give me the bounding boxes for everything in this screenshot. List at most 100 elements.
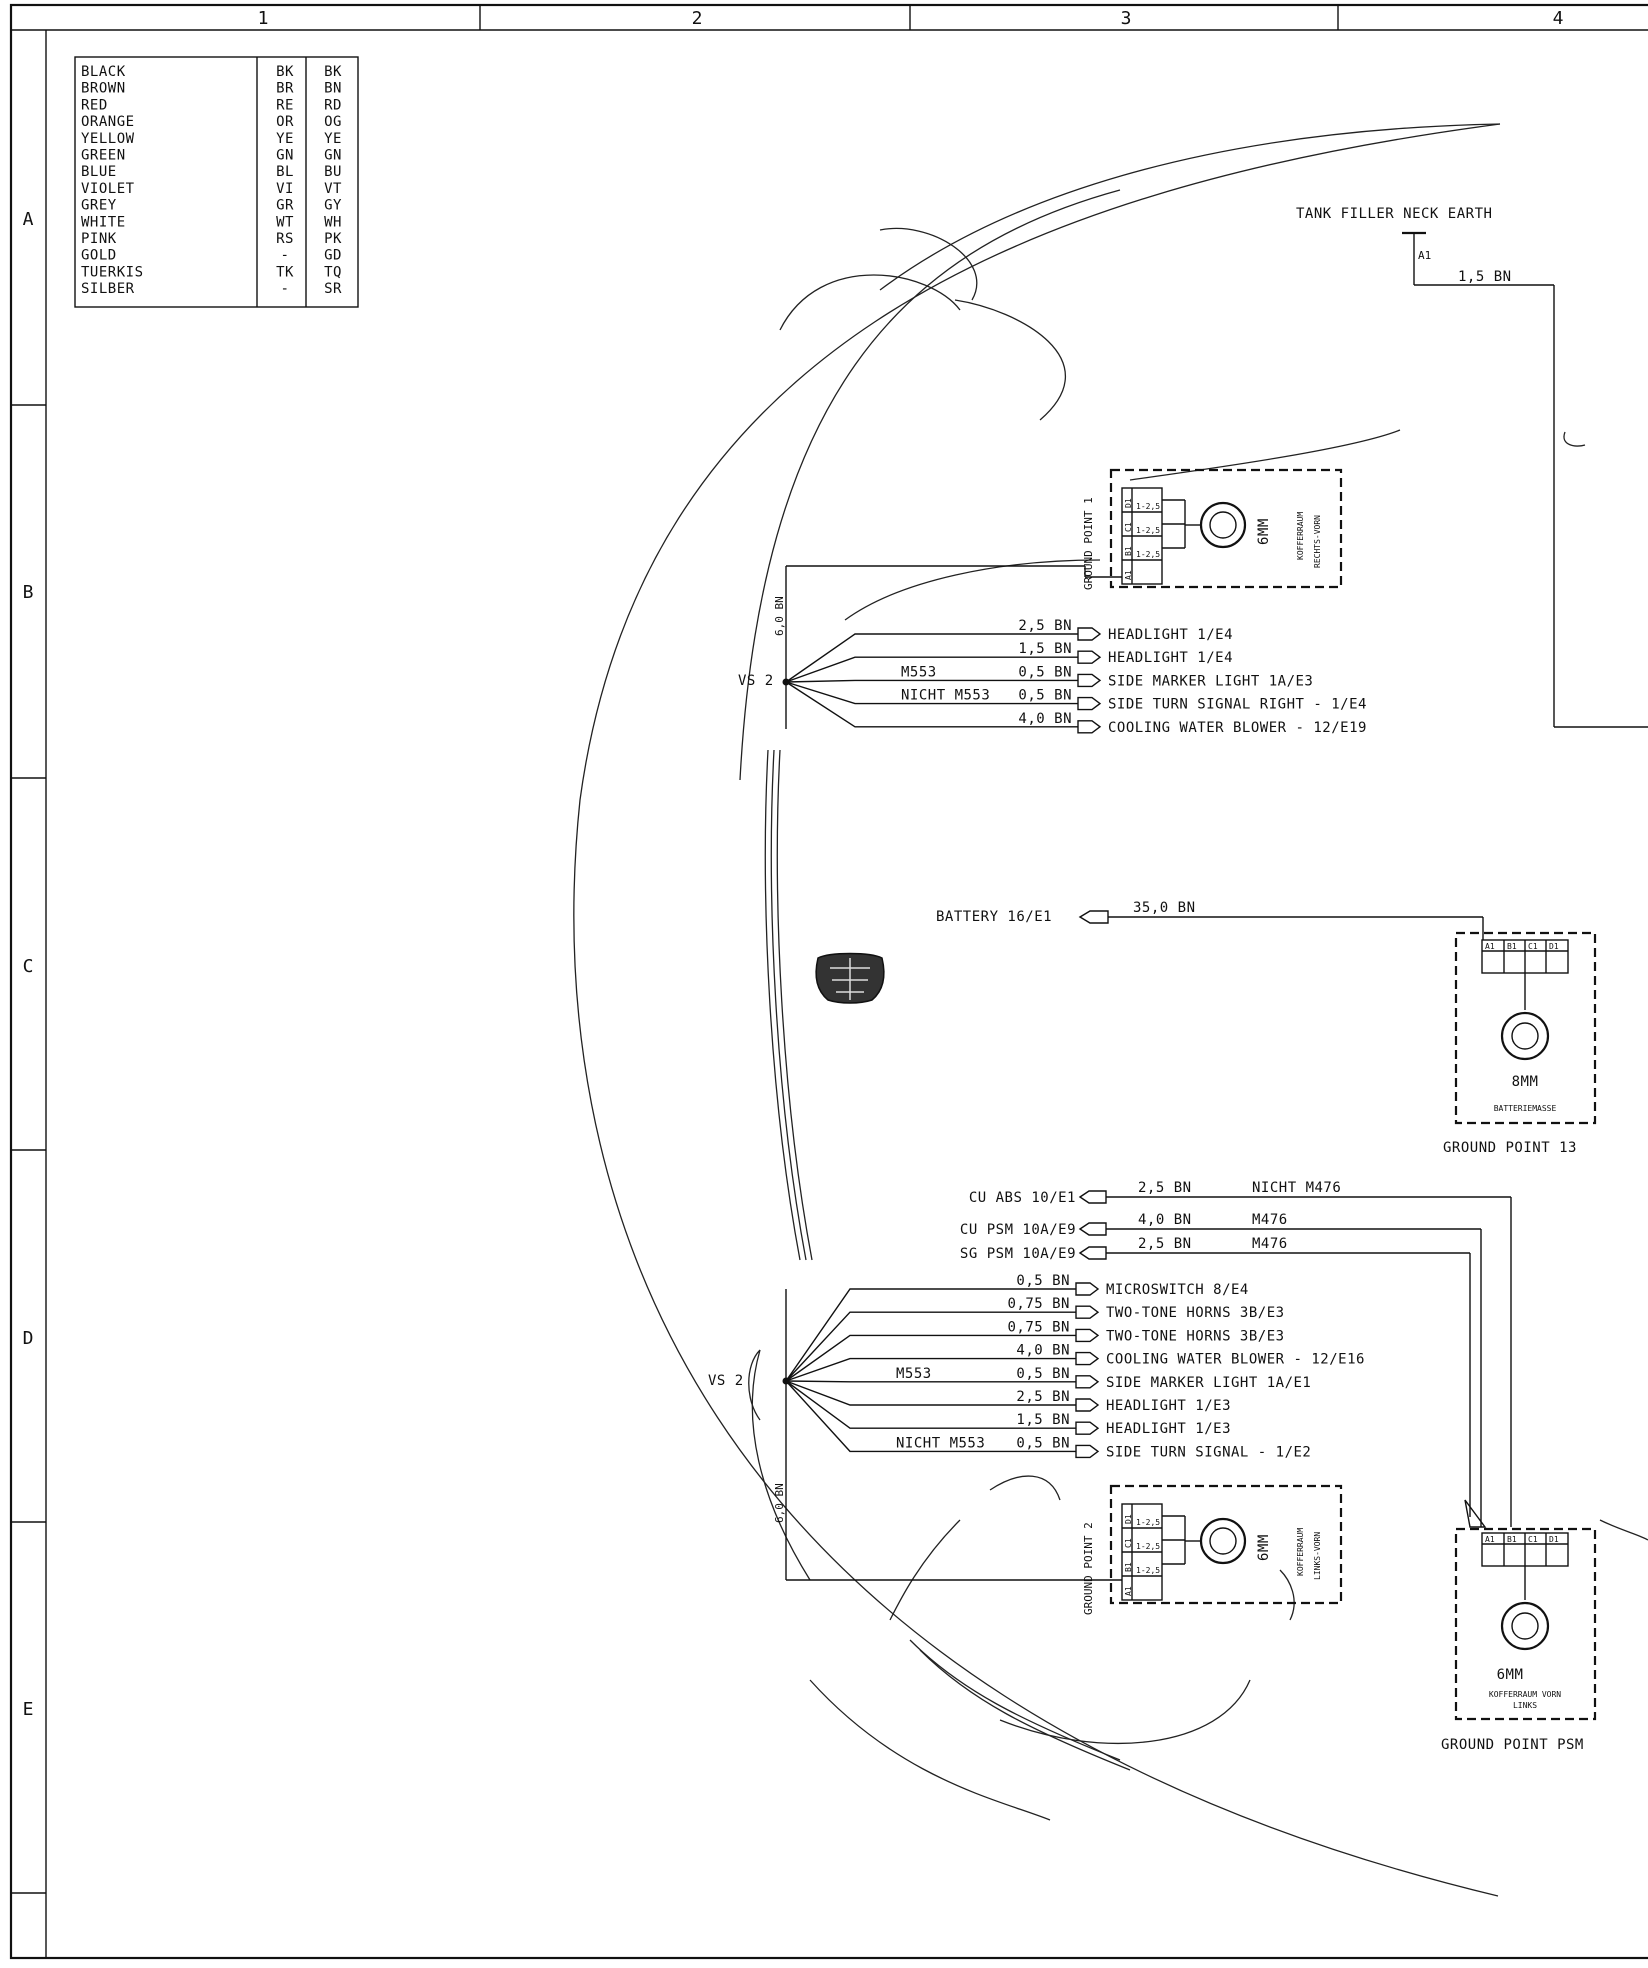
legend-code-en: WH: [324, 214, 342, 230]
branch-wire-size: 0,5 BN: [1016, 1366, 1070, 1382]
branch-wire-size: 2,5 BN: [1016, 1389, 1070, 1405]
gp1-pin-b1: B1: [1124, 546, 1133, 556]
branch-wire-size: 0,5 BN: [1016, 1435, 1070, 1451]
legend-code-en: BN: [324, 81, 342, 97]
vs2-bot-branches: 0,5 BN MICROSWITCH 8/E4 0,75 BN TWO-TONE HO…: [785, 1273, 1364, 1460]
legend-color-name: BLACK: [81, 64, 126, 80]
branch-wire-size: 0,75 BN: [1007, 1319, 1070, 1335]
gp1-pin-d1: D1: [1124, 498, 1133, 508]
gppsm-pin-d1: D1: [1549, 1535, 1559, 1544]
legend-color-name: VIOLET: [81, 181, 135, 197]
legend-code-en: VT: [324, 181, 342, 197]
branch-destination: SIDE TURN SIGNAL RIGHT - 1/E4: [1108, 697, 1367, 713]
gp2-pin-d1: D1: [1124, 1514, 1133, 1524]
grid-row-d: D: [23, 1328, 34, 1349]
gp1-location-1: KOFFERRAUM: [1296, 512, 1305, 560]
gp2-pin-tag: 1-2,5: [1136, 1518, 1160, 1527]
branch-wire: [785, 1380, 1076, 1406]
connector-arrow: [1077, 650, 1102, 664]
gp13-bolt-size: 8MM: [1512, 1074, 1539, 1090]
legend-color-name: GREY: [81, 198, 117, 214]
connector-arrow: [1075, 1398, 1100, 1412]
ecu-option-code: NICHT M476: [1252, 1180, 1341, 1196]
gp2-location-2: LINKS-VORN: [1313, 1532, 1322, 1580]
legend-code-en: PK: [324, 231, 342, 247]
gp1-pin-tag: 1-2,5: [1136, 526, 1160, 535]
branch-wire-size: 4,0 BN: [1018, 711, 1072, 727]
branch-option-code: M553: [901, 664, 937, 680]
gppsm-pin-a1: A1: [1485, 1535, 1495, 1544]
connector-arrow: [1077, 627, 1102, 641]
branch-wire: [785, 1380, 1076, 1383]
branch-option-code: M553: [896, 1366, 932, 1382]
legend-code-en: GN: [324, 148, 342, 164]
branch-wire-size: 0,75 BN: [1007, 1296, 1070, 1312]
grid-row-a: A: [23, 209, 34, 230]
ground-point-psm: A1 B1 C1 D1 6MM KOFFERRAUM VORN LINKS GR…: [1441, 1527, 1597, 1753]
battery-wire-label: 35,0 BN: [1133, 900, 1196, 916]
gp2-location-1: KOFFERRAUM: [1296, 1528, 1305, 1576]
legend-code-de: -: [281, 281, 290, 297]
branch-wire-size: 2,5 BN: [1018, 618, 1072, 634]
branch-wire: [785, 633, 1078, 683]
gp2-pin-c1: C1: [1124, 1538, 1133, 1548]
gppsm-label: GROUND POINT PSM: [1441, 1737, 1584, 1753]
connector-arrow: [1075, 1421, 1100, 1435]
vs2-top-trunk-wire: 6,0 BN: [773, 596, 786, 636]
legend-code-de: GR: [276, 198, 294, 214]
branch-wire: [785, 1380, 1076, 1429]
branch-wire-size: 0,5 BN: [1016, 1273, 1070, 1289]
gp13-pin-c1: C1: [1528, 942, 1538, 951]
legend-code-en: BU: [324, 164, 342, 180]
legend-color-name: TUERKIS: [81, 264, 144, 280]
grid-column-1: 1: [258, 8, 269, 29]
branch-destination: HEADLIGHT 1/E4: [1108, 627, 1233, 643]
grid-row-b: B: [23, 582, 34, 603]
gppsm-pin-b1: B1: [1507, 1535, 1517, 1544]
branch-wire: [785, 1311, 1076, 1382]
grid-row-e: E: [23, 1699, 34, 1720]
connector-arrow: [1077, 696, 1102, 711]
grid-column-3: 3: [1121, 8, 1132, 29]
branch-destination: SIDE MARKER LIGHT 1A/E1: [1106, 1375, 1311, 1391]
legend-code-de: RS: [276, 231, 294, 247]
connector-arrow: [1077, 720, 1102, 734]
legend-color-name: GOLD: [81, 248, 117, 264]
branch-destination: TWO-TONE HORNS 3B/E3: [1106, 1305, 1285, 1321]
legend-code-de: GN: [276, 148, 294, 164]
legend-color-name: WHITE: [81, 214, 126, 230]
gp1-pin-tag: 1-2,5: [1136, 502, 1160, 511]
branch-destination: COOLING WATER BLOWER - 12/E19: [1108, 720, 1367, 736]
gp1-pin-tag: 1-2,5: [1136, 550, 1160, 559]
legend-color-name: YELLOW: [81, 131, 135, 147]
legend-color-name: ORANGE: [81, 114, 135, 130]
branch-destination: HEADLIGHT 1/E3: [1106, 1398, 1231, 1414]
branch-wire: [785, 1380, 1076, 1453]
gppsm-pin-c1: C1: [1528, 1535, 1538, 1544]
branch-wire-size: 1,5 BN: [1016, 1412, 1070, 1428]
branch-destination: MICROSWITCH 8/E4: [1106, 1282, 1249, 1298]
legend-code-de: TK: [276, 264, 294, 280]
legend-code-de: YE: [276, 131, 294, 147]
ecu-wire-size: 2,5 BN: [1138, 1180, 1192, 1196]
vs2-bot-label: VS 2: [708, 1373, 744, 1389]
gppsm-location-2: LINKS: [1513, 1701, 1537, 1710]
connector-arrow: [1075, 1305, 1100, 1319]
vs2-top-label: VS 2: [738, 673, 774, 689]
connector-arrow: [1075, 1328, 1100, 1343]
legend-code-de: VI: [276, 181, 294, 197]
ecu-wire-size: 2,5 BN: [1138, 1236, 1192, 1252]
ecu-option-code: M476: [1252, 1236, 1288, 1252]
gp2-bolt-size: 6MM: [1256, 1534, 1272, 1561]
branch-wire: [785, 681, 1078, 728]
grid-row-c: C: [23, 956, 34, 977]
gp13-pin-b1: B1: [1507, 942, 1517, 951]
branch-option-code: NICHT M553: [896, 1435, 985, 1451]
branch-destination: SIDE MARKER LIGHT 1A/E3: [1108, 673, 1313, 689]
connector-arrow: [1075, 1375, 1100, 1389]
ecu-label: CU ABS 10/E1: [969, 1190, 1076, 1206]
